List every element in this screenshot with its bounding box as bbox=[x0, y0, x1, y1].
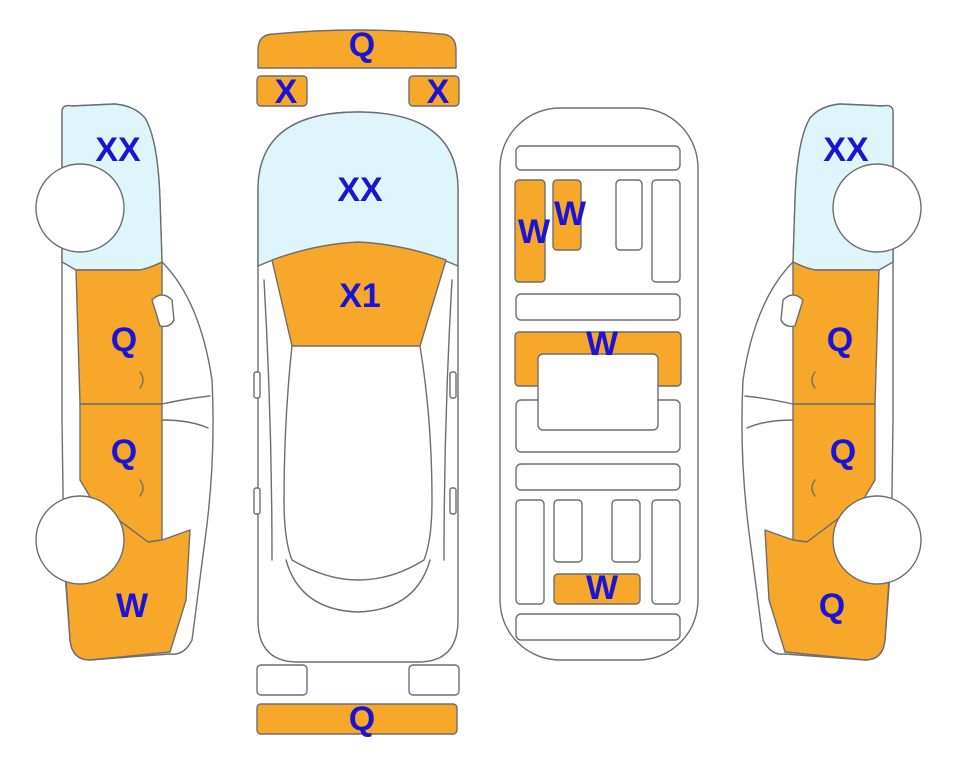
left-front-door-panel bbox=[75, 261, 163, 405]
underbody-view: W W W W bbox=[499, 107, 699, 661]
floor-front-left-large-panel bbox=[514, 179, 546, 283]
rear-right-light bbox=[408, 664, 460, 696]
left-mirror bbox=[151, 294, 175, 328]
label-hood: X1 bbox=[339, 277, 381, 315]
label-right-rear-quarter: Q bbox=[819, 587, 845, 625]
label-right-front-door: Q bbox=[827, 321, 853, 359]
top-view: Q X X XX X1 Q bbox=[253, 26, 460, 738]
left-front-wheel bbox=[35, 163, 125, 253]
right-front-wheel bbox=[832, 163, 922, 253]
right-mirror bbox=[780, 294, 804, 328]
rear-bumper-panel bbox=[256, 703, 458, 735]
label-left-rear-door: Q bbox=[111, 433, 137, 471]
label-left-windows: XX bbox=[95, 131, 141, 169]
rear-left-light bbox=[256, 664, 308, 696]
label-rear-bumper: Q bbox=[349, 700, 375, 738]
label-left-front-door: Q bbox=[111, 321, 137, 359]
front-left-light-panel bbox=[256, 75, 308, 107]
label-left-rear-quarter: W bbox=[116, 587, 149, 625]
floor-front-left-small-panel bbox=[552, 179, 582, 251]
front-bumper-panel bbox=[257, 29, 457, 69]
hood-panel bbox=[271, 241, 447, 347]
left-rear-wheel bbox=[35, 495, 125, 585]
right-front-door-panel bbox=[792, 261, 880, 405]
label-floor-middle: W bbox=[586, 325, 619, 363]
label-front-left-light: X bbox=[275, 73, 298, 111]
left-side-view: XX Q Q W bbox=[35, 103, 214, 661]
label-floor-rear: W bbox=[586, 569, 619, 607]
label-right-windows: XX bbox=[823, 131, 869, 169]
label-right-rear-door: Q bbox=[830, 433, 856, 471]
label-front-right-light: X bbox=[427, 73, 450, 111]
floor-center-tunnel bbox=[537, 353, 659, 431]
label-front-bumper: Q bbox=[349, 26, 375, 64]
label-windshield: XX bbox=[337, 171, 383, 209]
label-floor-front-left-large: W bbox=[518, 213, 551, 251]
label-floor-front-left-small: W bbox=[554, 195, 587, 233]
front-right-light-panel bbox=[408, 75, 460, 107]
right-rear-wheel bbox=[832, 495, 922, 585]
floor-rear-panel bbox=[553, 573, 641, 605]
right-side-view: XX Q Q Q bbox=[741, 103, 922, 661]
